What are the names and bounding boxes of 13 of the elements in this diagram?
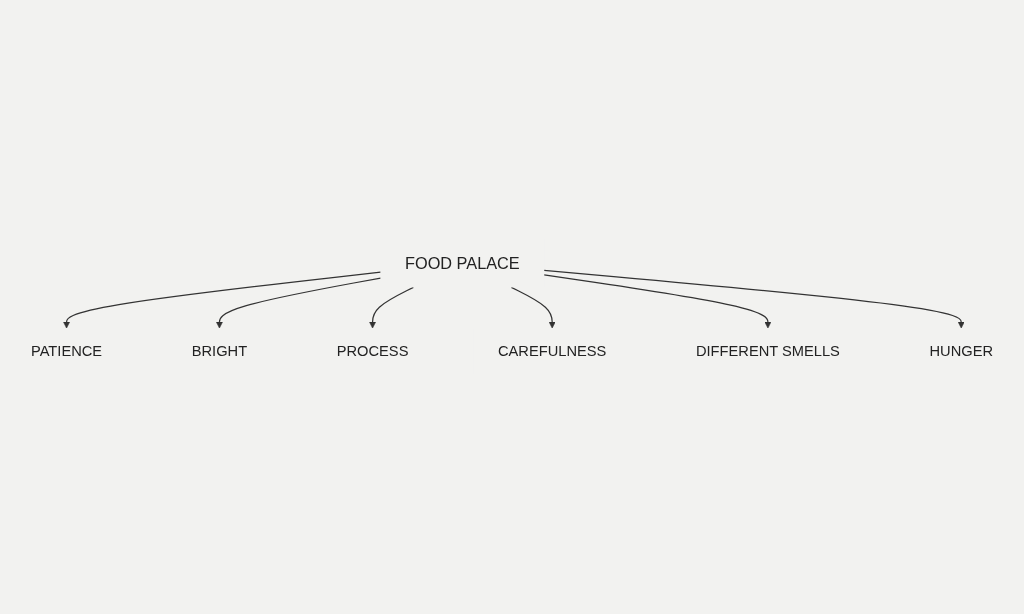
node-text: CAREFULNESS: [498, 343, 607, 360]
node-text: FOOD PALACE: [405, 254, 520, 273]
arrow: [543, 274, 772, 329]
node-text: PATIENCE: [30, 343, 103, 360]
node-text: PROCESS: [336, 343, 409, 360]
node-text: HUNGER: [929, 343, 994, 360]
arrow: [63, 272, 382, 329]
arrow: [369, 287, 414, 329]
node-text: DIFFERENT SMELLS: [695, 343, 840, 360]
arrow: [510, 287, 556, 329]
arrow: [543, 270, 965, 329]
node-text: BRIGHT: [191, 343, 248, 360]
arrow: [215, 277, 382, 329]
